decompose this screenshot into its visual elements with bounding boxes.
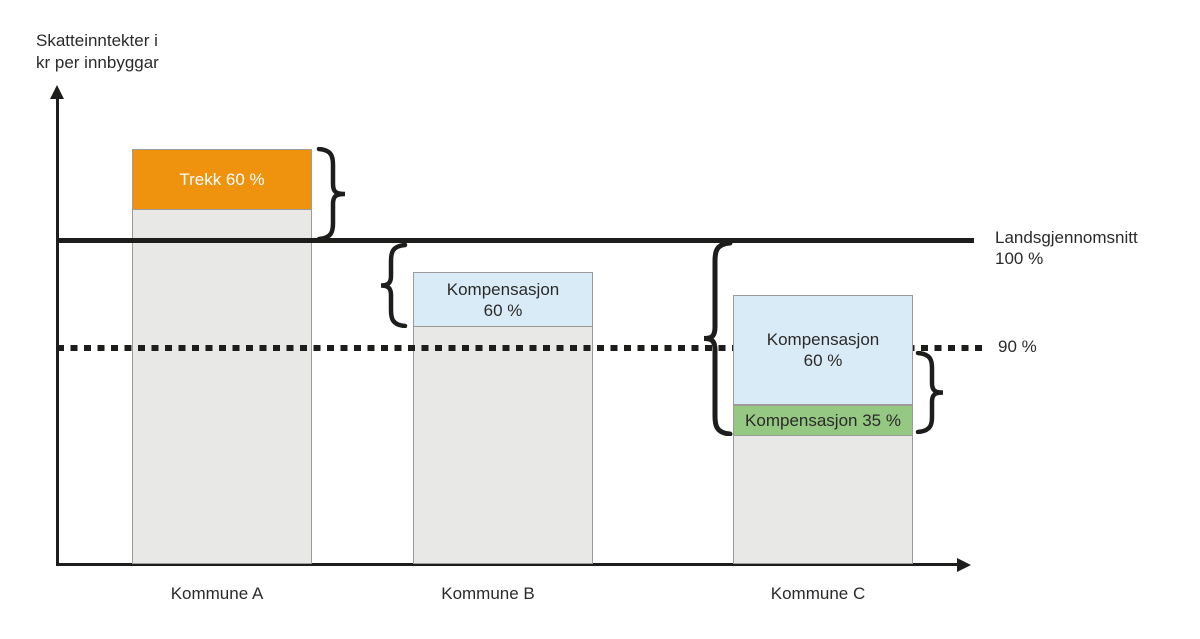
kompensasjon-35-box-c: Kompensasjon 35 % <box>733 405 913 436</box>
curly-brace-kommune-c-total-icon <box>703 241 733 436</box>
curly-brace-kompensasjon-b-icon <box>380 243 408 328</box>
national-average-line <box>57 238 974 243</box>
kompensasjon-60-label-c: Kompensasjon 60 % <box>766 330 880 370</box>
kompensasjon-60-box-b: Kompensasjon 60 % <box>413 272 593 327</box>
y-axis-line <box>56 96 59 566</box>
curly-brace-kompensasjon-c-icon <box>915 351 944 434</box>
national-average-label: Landsgjennomsnitt 100 % <box>995 227 1165 269</box>
national-average-label-line2: 100 % <box>995 249 1044 268</box>
bar-kommune-a <box>132 149 312 564</box>
trekk-60-box: Trekk 60 % <box>132 149 312 210</box>
ninety-percent-label: 90 % <box>998 337 1037 356</box>
y-axis-arrow-icon <box>50 85 64 99</box>
kompensasjon-60-label-b: Kompensasjon 60 % <box>446 279 560 320</box>
national-average-label-line1: Landsgjennomsnitt <box>995 228 1138 247</box>
y-axis-title-line1: Skatteinntekter i <box>36 31 158 50</box>
ninety-percent-line <box>57 345 985 351</box>
x-axis-arrow-icon <box>957 557 971 572</box>
trekk-60-label: Trekk 60 % <box>179 169 265 189</box>
category-label-kommune-b: Kommune B <box>441 584 535 603</box>
y-axis-title-line2: kr per innbyggar <box>36 53 159 72</box>
category-label-kommune-a: Kommune A <box>170 584 264 603</box>
kompensasjon-35-label-c: Kompensasjon 35 % <box>745 410 901 430</box>
curly-brace-trekk-a-icon <box>316 147 346 241</box>
kompensasjon-60-box-c: Kompensasjon 60 % <box>733 295 913 405</box>
category-label-kommune-c: Kommune C <box>770 584 866 603</box>
x-axis-line <box>56 563 961 566</box>
y-axis-title: Skatteinntekter i kr per innbyggar <box>36 30 159 74</box>
